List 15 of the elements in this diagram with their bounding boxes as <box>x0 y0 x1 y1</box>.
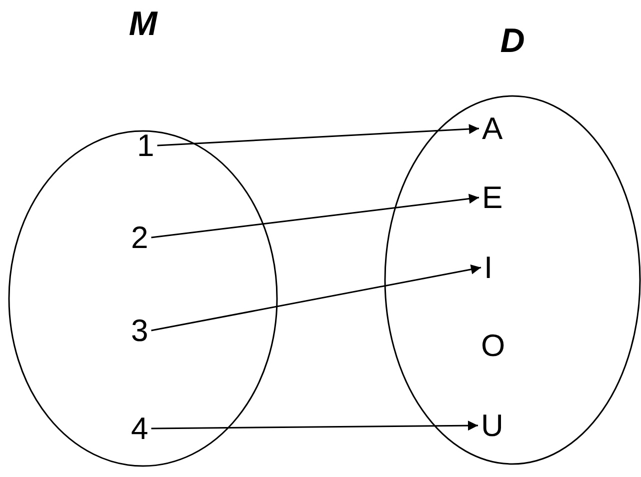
element-label: 3 <box>131 315 148 346</box>
element-label: 2 <box>131 222 148 253</box>
arrow <box>157 124 480 146</box>
element-label: E <box>482 182 503 213</box>
element-label: 4 <box>131 413 148 444</box>
arrow <box>151 420 478 431</box>
element-label: U <box>481 410 504 441</box>
set-label: M <box>128 5 158 43</box>
element-label: O <box>481 330 506 361</box>
element-label: I <box>484 252 493 283</box>
arrow <box>151 264 482 332</box>
arrow <box>151 194 480 238</box>
element-label: A <box>482 113 503 144</box>
element-label: 1 <box>137 130 154 161</box>
set-label: D <box>500 22 525 60</box>
